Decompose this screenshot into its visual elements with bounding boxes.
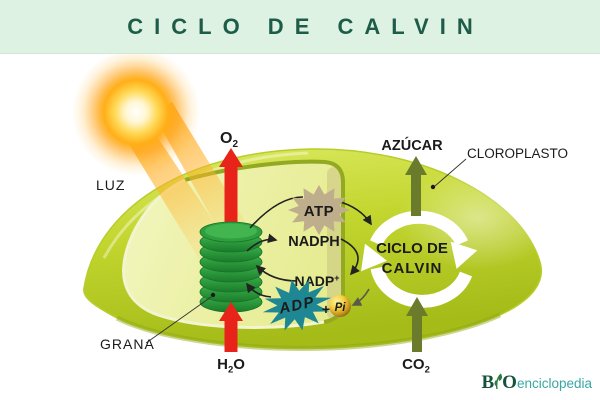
azucar-arrow-shaft xyxy=(411,172,421,216)
arrow-cycle-to-pi xyxy=(351,288,370,306)
adp-burst: ADP xyxy=(262,279,332,331)
atp-burst-shape xyxy=(288,185,350,235)
cloroplasto-label: CLOROPLASTO xyxy=(467,146,568,161)
arrow-grana-to-atp xyxy=(249,196,304,229)
o2-arrow-head xyxy=(219,148,243,167)
pi-sphere xyxy=(329,295,351,317)
arrow-grana-to-nadph xyxy=(246,233,278,252)
page-title: CICLO DE CALVIN xyxy=(127,13,484,39)
atp-burst: ATP xyxy=(288,185,350,235)
co2-arrow-head xyxy=(406,297,428,316)
arrow-adp-to-grana xyxy=(246,282,272,298)
azucar-arrow-head xyxy=(405,156,427,175)
co2-arrow-shaft xyxy=(412,313,422,352)
nadph-label: NADPH xyxy=(288,234,340,250)
pi-label: Pi xyxy=(335,302,347,314)
grana-leader-line xyxy=(145,296,212,344)
grana-disc-top-face xyxy=(205,223,257,239)
cycle-arrowhead-left xyxy=(361,243,387,272)
watermark-text: enciclopedia xyxy=(516,376,592,391)
watermark-bioenciclopedia: B O enciclopedia xyxy=(481,371,592,392)
h2o-arrow-shaft xyxy=(224,318,238,352)
o2-arrow-shaft xyxy=(224,162,238,240)
cycle-arrowhead-right xyxy=(450,241,478,269)
grana-pointer-dot xyxy=(210,292,216,298)
plus-sign: + xyxy=(322,301,330,317)
azucar-label: AZÚCAR xyxy=(381,136,443,154)
watermark-letter-o: O xyxy=(502,372,517,393)
sun xyxy=(72,48,200,176)
h2o-arrow-head xyxy=(219,302,243,321)
cycle-title-line2: CALVIN xyxy=(382,260,443,277)
co2-label: CO2 xyxy=(402,356,430,376)
atp-label: ATP xyxy=(304,203,334,220)
watermark-leaf-icon xyxy=(494,373,503,390)
chloroplast-bottom-rim xyxy=(115,312,502,351)
chloroplast-sheen xyxy=(398,166,558,270)
h2o-label: H2O xyxy=(217,356,245,376)
arrow-nadp-to-grana xyxy=(255,264,298,282)
luz-label: LUZ xyxy=(96,177,125,193)
cloroplasto-leader-line xyxy=(434,158,467,187)
grana-label: GRANA xyxy=(100,336,155,352)
inner-membrane-cream-edge xyxy=(122,178,325,329)
watermark-letter-b: B xyxy=(481,372,495,393)
cycle-arc-top xyxy=(370,210,468,246)
cycle-title-line1: CICLO DE xyxy=(376,240,448,257)
h2o-arrow xyxy=(219,302,243,352)
nadp-label: NADP+ xyxy=(295,273,340,289)
o2-arrow xyxy=(219,148,243,240)
co2-arrow xyxy=(406,297,428,352)
title-banner: CICLO DE CALVIN xyxy=(0,0,600,54)
arrow-nadph-to-nadp xyxy=(340,238,360,276)
cloroplasto-pointer-dot xyxy=(430,184,436,190)
azucar-arrow xyxy=(405,156,427,216)
adp-burst-shape xyxy=(262,279,332,331)
o2-label: O2 xyxy=(220,130,238,150)
